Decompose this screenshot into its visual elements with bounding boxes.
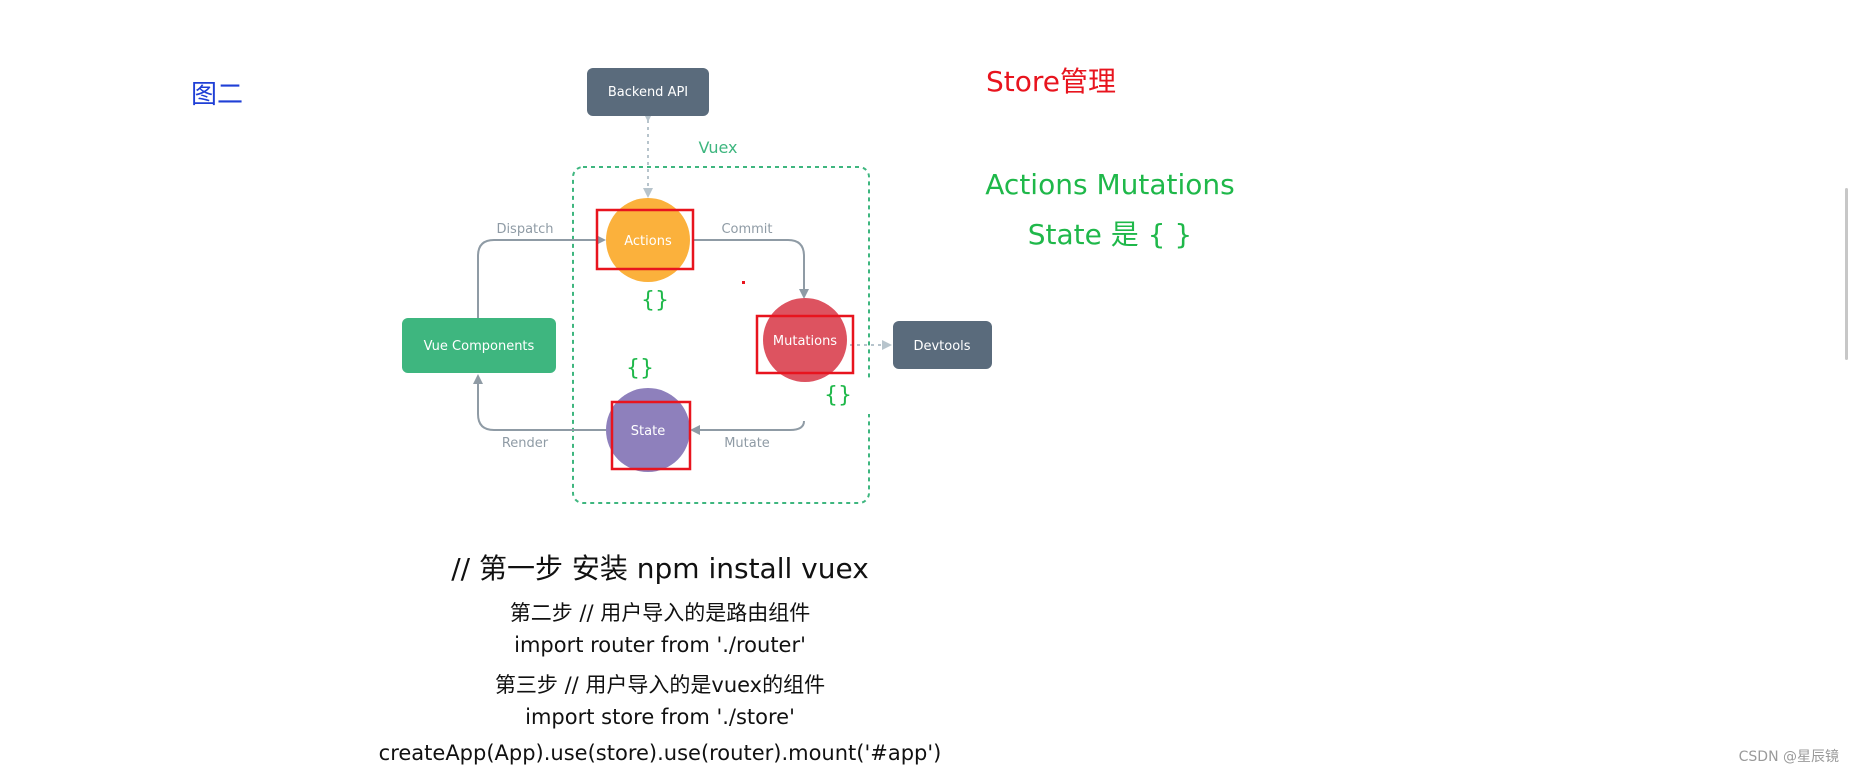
watermark: CSDN @星辰镜 — [1738, 749, 1839, 765]
state-braces: {} — [626, 356, 654, 381]
commit-arrow — [692, 239, 809, 299]
mutate-label: Mutate — [724, 436, 770, 451]
vuex-label: Vuex — [698, 138, 737, 157]
scrollbar-thumb[interactable] — [1845, 188, 1848, 360]
step-line: 第二步 // 用户导入的是路由组件 — [509, 601, 811, 625]
step-line: import router from './router' — [514, 633, 806, 657]
mutations-highlight-box — [755, 314, 855, 375]
stray-red-dot — [742, 281, 745, 284]
actions-node — [606, 198, 690, 282]
commit-label: Commit — [721, 222, 772, 237]
devtools-node — [893, 321, 992, 369]
figure-label: 图二 — [191, 80, 244, 110]
step-line: import store from './store' — [525, 705, 795, 729]
green-note-line-1: Actions Mutations — [985, 168, 1235, 201]
actions-braces: {} — [641, 288, 669, 313]
mutations-label: Mutations — [773, 334, 837, 349]
step-line: createApp(App).use(store).use(router).mo… — [378, 741, 942, 765]
mutations-braces: {} — [824, 383, 852, 408]
vue-components-node — [402, 318, 556, 373]
dispatch-arrow — [477, 235, 606, 318]
backend-api-node — [587, 68, 709, 116]
vue-components-label: Vue Components — [424, 339, 535, 354]
actions-label: Actions — [624, 234, 672, 249]
green-note-line-2: State 是 { } — [1027, 218, 1193, 251]
devtools-label: Devtools — [913, 339, 970, 354]
vuex-container — [572, 166, 870, 504]
state-highlight-box — [610, 400, 692, 471]
vuex-flow-diagram: Vuex Dispatch Commit Mutate Render Backe… — [402, 68, 992, 504]
state-label: State — [631, 424, 665, 439]
render-arrow — [473, 374, 606, 431]
store-title: Store管理 — [986, 65, 1117, 98]
scrollbar-track[interactable] — [1837, 0, 1853, 776]
mutations-node — [763, 298, 847, 382]
state-node — [606, 388, 690, 472]
backend-api-label: Backend API — [608, 85, 688, 100]
step-line: 第三步 // 用户导入的是vuex的组件 — [494, 673, 826, 697]
mutate-arrow — [690, 420, 805, 435]
actions-highlight-box — [595, 208, 695, 271]
step-one-heading: // 第一步 安装 npm install vuex — [451, 552, 869, 585]
dispatch-label: Dispatch — [496, 222, 553, 237]
render-label: Render — [502, 436, 549, 451]
